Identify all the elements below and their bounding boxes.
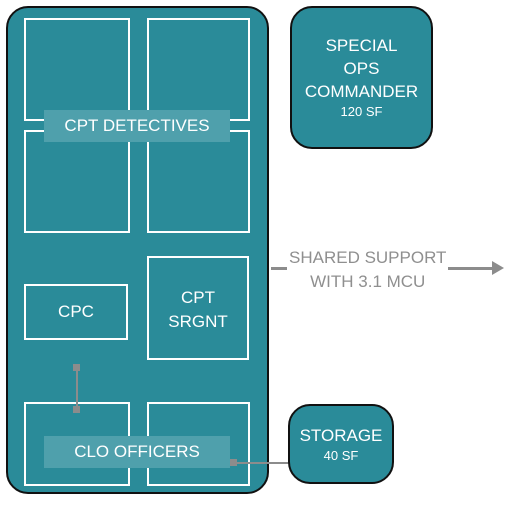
clo-officers-label: CLO OFFICERS xyxy=(44,436,230,468)
storage-name: STORAGE xyxy=(299,425,383,445)
shared-support-line1: SHARED SUPPORT xyxy=(287,246,449,270)
detective-office-4 xyxy=(147,130,250,233)
arrow-head-icon xyxy=(492,261,504,275)
special-ops-line1: SPECIAL xyxy=(325,36,398,55)
connector-node-bottom xyxy=(73,406,80,413)
cpc-label: CPC xyxy=(58,302,94,321)
detective-office-2 xyxy=(147,18,250,121)
special-ops-commander-room: SPECIAL OPS COMMANDER 120 SF xyxy=(290,6,433,149)
detective-office-1 xyxy=(24,18,130,121)
sergeant-label-line2: SRGNT xyxy=(168,312,228,331)
clo-storage-node xyxy=(230,459,237,466)
shared-support-line2: WITH 3.1 MCU xyxy=(287,270,449,294)
special-ops-line3: COMMANDER xyxy=(304,82,419,101)
storage-room: STORAGE 40 SF xyxy=(288,404,394,484)
storage-area: 40 SF xyxy=(323,447,359,463)
cpc-clo-connector xyxy=(76,367,78,410)
special-ops-line2: OPS xyxy=(343,59,380,78)
special-ops-area: 120 SF xyxy=(340,104,383,119)
detective-office-3 xyxy=(24,130,130,233)
connector-node-top xyxy=(73,364,80,371)
main-office-block: CPT DETECTIVES CPC CPT SRGNT CLO OFFICER… xyxy=(6,6,269,494)
clo-storage-connector xyxy=(234,462,290,464)
sergeant-label-line1: CPT xyxy=(181,288,215,307)
sergeant-office xyxy=(147,256,249,360)
detectives-label: CPT DETECTIVES xyxy=(44,110,230,142)
shared-support-label: SHARED SUPPORT WITH 3.1 MCU xyxy=(287,246,449,294)
cpc-office xyxy=(24,284,128,340)
